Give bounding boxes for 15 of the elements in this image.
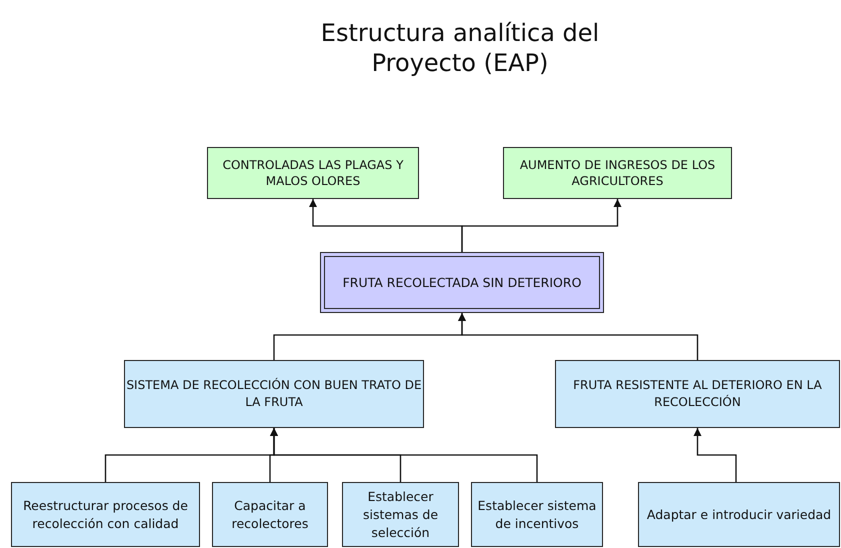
activity-box: Establecer sistema de incentivos	[471, 482, 603, 547]
activity-box: Capacitar a recolectores	[212, 482, 328, 547]
component-box: SISTEMA DE RECOLECCIÓN CON BUEN TRATO DE LA FRUTA	[124, 360, 424, 428]
arrow	[461, 199, 622, 252]
activity-box: Establecer sistemas de selección	[342, 482, 459, 547]
purpose-box: FRUTA RECOLECTADA SIN DETERIORO	[320, 252, 604, 313]
arrow	[270, 428, 538, 482]
activity-box: Adaptar e introducir variedad	[638, 482, 840, 547]
diagram-title: Estructura analítica del Proyecto (EAP)	[320, 18, 600, 78]
arrow	[458, 313, 698, 360]
goal-box: CONTROLADAS LAS PLAGAS Y MALOS OLORES	[207, 147, 419, 199]
component-box: FRUTA RESISTENTE AL DETERIORO EN LA RECOLECCIÓN	[555, 360, 840, 428]
arrow	[694, 428, 737, 482]
activity-box: Reestructurar procesos de recolección con calidad	[11, 482, 200, 547]
goal-box: AUMENTO DE INGRESOS DE LOS AGRICULTORES	[503, 147, 732, 199]
